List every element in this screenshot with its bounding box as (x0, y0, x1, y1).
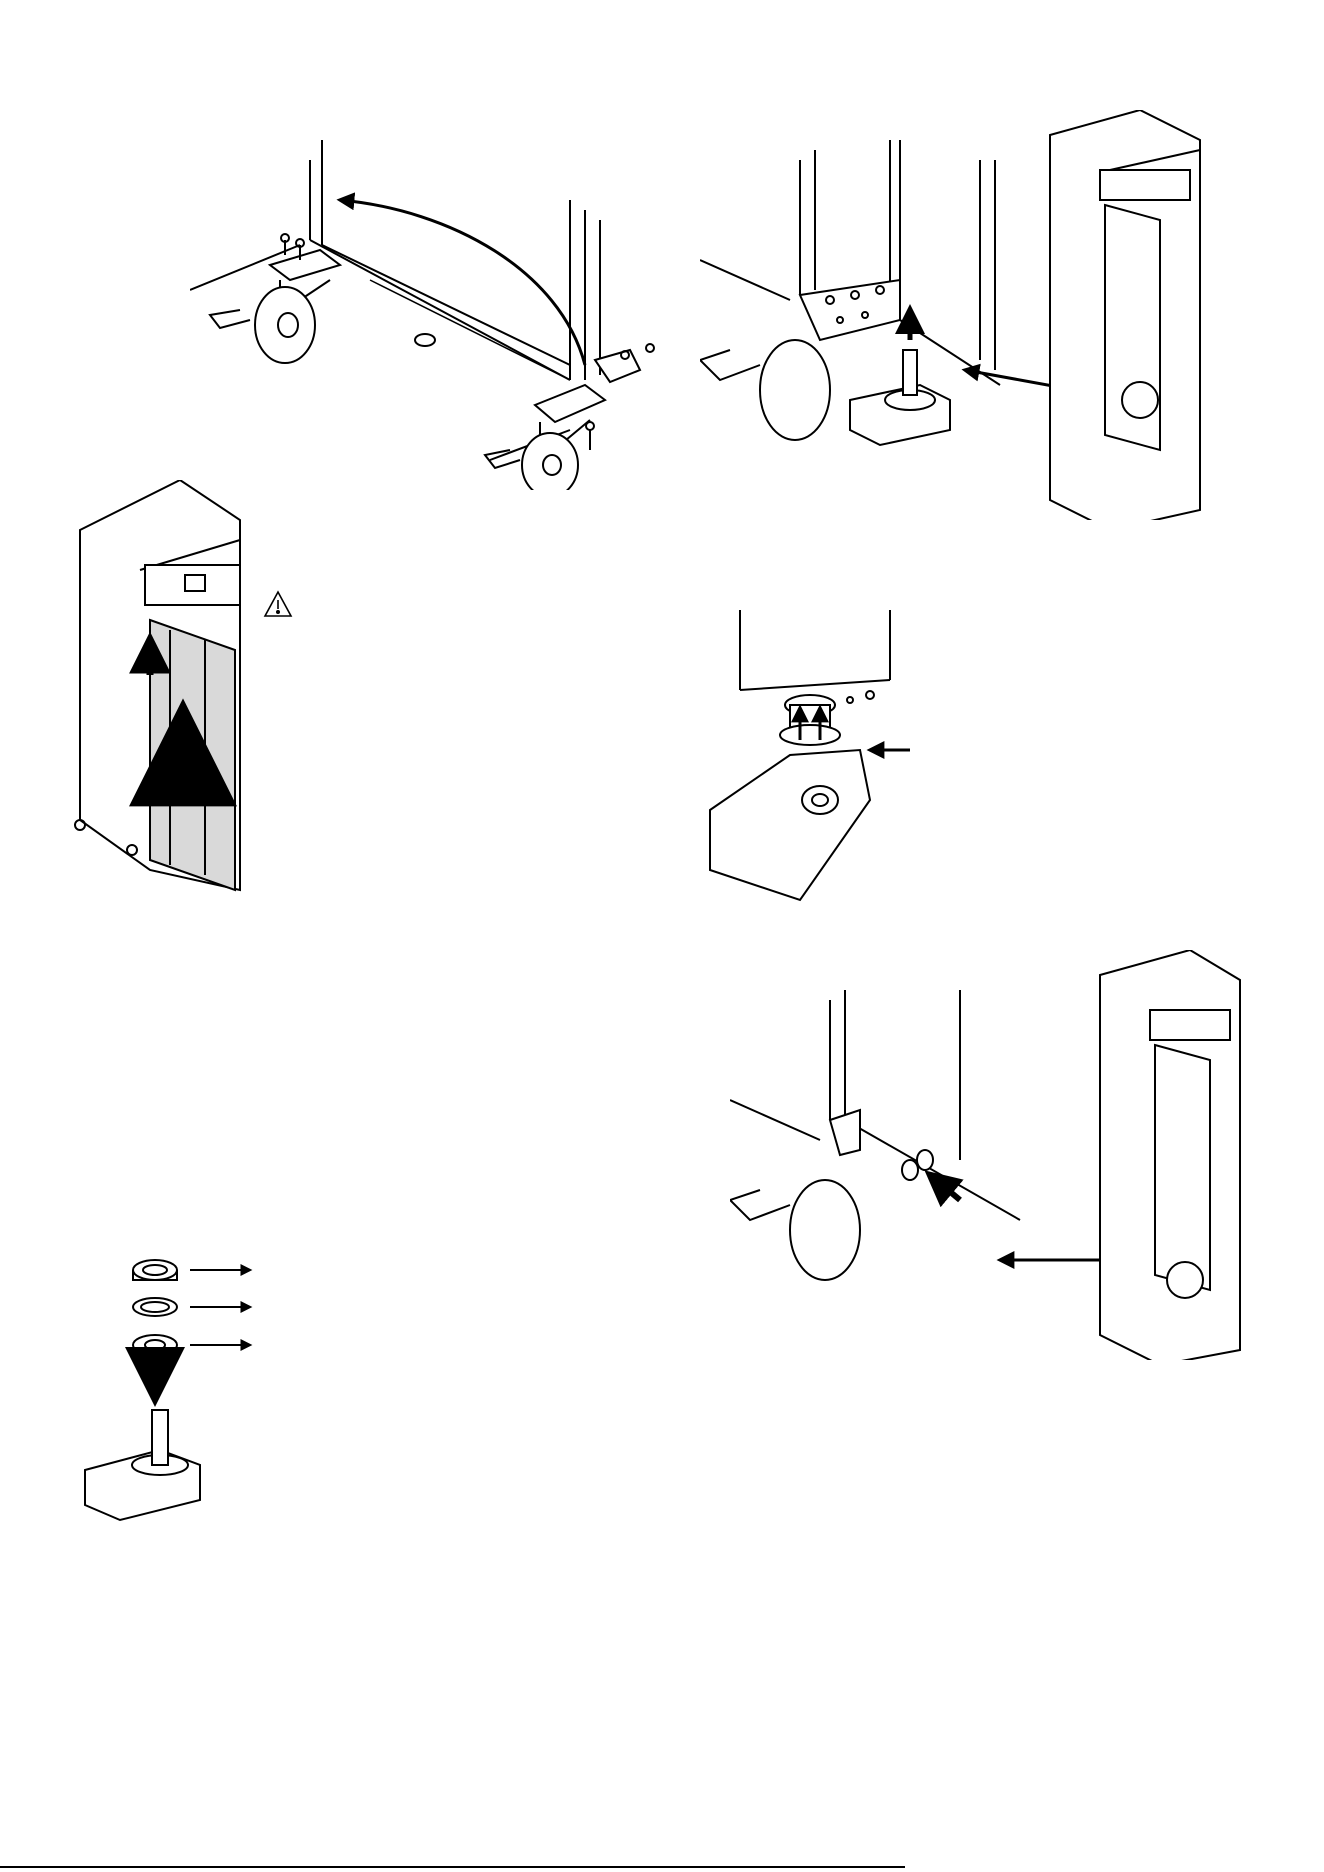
cabinet-icon (1050, 110, 1200, 520)
bushing-icon (780, 695, 840, 745)
caster-icon (210, 250, 340, 363)
pivot-pin-icon (850, 350, 950, 445)
panel-door-lift-off (70, 480, 400, 900)
panel-bushing-removal (700, 600, 920, 930)
panel-screw-refit (730, 950, 1250, 1360)
door-icon (150, 620, 235, 890)
panel-hinge-bracket-transfer (190, 130, 680, 490)
bracket-icon (595, 344, 654, 382)
arrow-icon (930, 1175, 960, 1200)
curved-arrow-icon (340, 200, 585, 365)
pivot-pin-icon (85, 1410, 200, 1520)
footer-rule (0, 1866, 905, 1868)
nut-icon (133, 1260, 177, 1280)
cabinet-icon (1100, 950, 1240, 1360)
caster-icon (700, 340, 830, 440)
bushing-icon (133, 1335, 177, 1355)
panel-pivot-pin-removal (700, 110, 1220, 520)
detail-circle-icon (1122, 382, 1158, 418)
caster-icon (730, 1180, 860, 1280)
washer-icon (133, 1298, 177, 1316)
warning-icon (265, 592, 291, 616)
detail-circle-icon (1167, 1262, 1203, 1298)
caster-icon (485, 385, 605, 490)
panel-washer-stack (80, 1240, 320, 1540)
